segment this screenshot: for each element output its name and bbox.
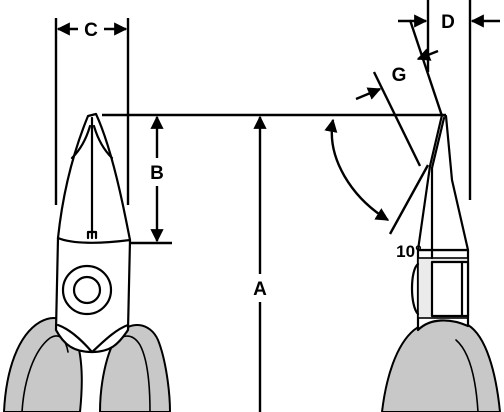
dimension-d-label: D: [441, 12, 455, 33]
angle-label: 10°: [396, 242, 422, 261]
dimension-g-arrow-right: [416, 48, 439, 61]
dimension-g: G: [355, 19, 444, 167]
dimension-c: C: [54, 18, 130, 205]
front-right-handle: [98, 324, 172, 412]
front-jaw-gap: [86, 230, 98, 240]
dimension-c-label: C: [84, 20, 98, 41]
front-view-plier: [2, 112, 172, 412]
front-box-joint-top: [56, 236, 132, 244]
front-pivot-outer: [61, 264, 113, 316]
dimension-g-extension-inner: [372, 71, 422, 167]
side-view-plier: [380, 113, 502, 412]
angle-reference-line: [388, 164, 430, 235]
dimension-b: B: [150, 115, 164, 243]
dimension-a: A: [253, 115, 267, 412]
dimension-a-label: A: [253, 279, 267, 300]
dimension-g-label: G: [392, 65, 407, 86]
side-handle-grip-line: [455, 339, 479, 412]
front-crossover: [56, 323, 130, 354]
angle-indicator: 10°: [324, 118, 430, 261]
side-handle: [380, 318, 502, 412]
side-pivot-bulge: [410, 262, 420, 316]
dimension-g-arrow-left: [355, 87, 382, 101]
side-jaw-tip-edge: [430, 116, 446, 170]
front-jaw-detail-left: [70, 124, 92, 160]
front-pivot-inner: [72, 275, 102, 305]
dimension-b-label: B: [150, 163, 164, 184]
front-jaw-detail-right: [92, 124, 114, 160]
angle-arc: [324, 118, 390, 222]
side-jaw-head: [416, 113, 470, 252]
dimension-g-extension-outer: [408, 19, 444, 117]
